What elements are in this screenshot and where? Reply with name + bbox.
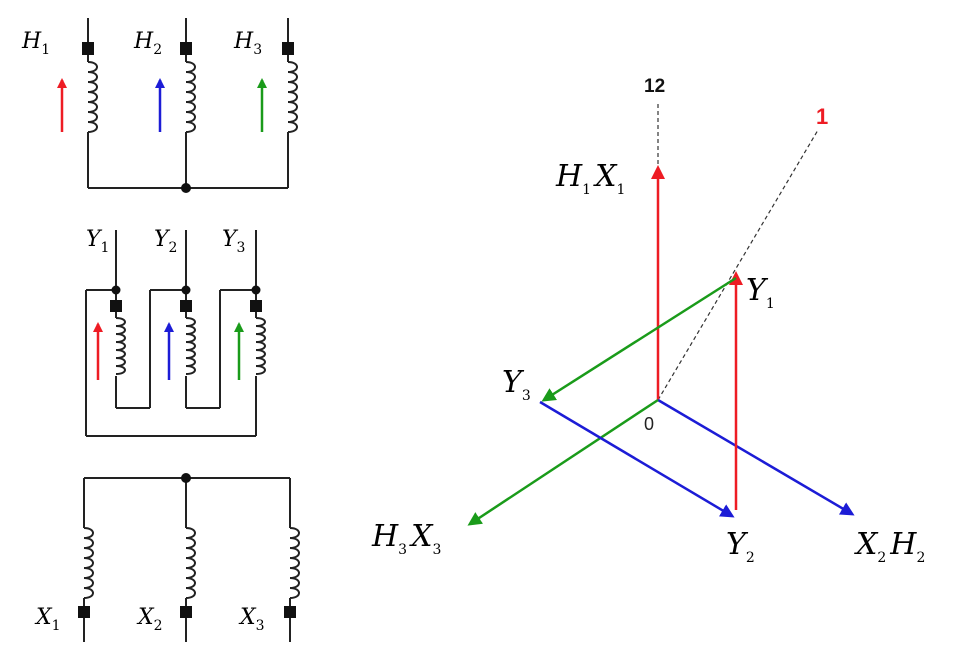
label-h2: H2 — [133, 29, 162, 58]
vector-y1y3 — [541, 276, 737, 402]
phasor-label-y2: Y2 — [726, 527, 755, 566]
coil-x3 — [289, 527, 300, 599]
ref-line-1 — [657, 129, 819, 401]
tertiary-windings — [85, 230, 266, 437]
phasor-vectors — [467, 165, 855, 526]
tertiary-polarity-arrows — [93, 322, 244, 380]
label-x2: X2 — [136, 605, 163, 634]
vector-h3x3 — [467, 398, 659, 526]
coil-y2 — [185, 317, 196, 375]
label-x1: X1 — [34, 605, 61, 634]
coil-x2 — [185, 527, 196, 599]
ref-label-1: 1 — [816, 104, 828, 129]
label-y3: Y3 — [222, 227, 245, 256]
coil-y1 — [115, 317, 126, 375]
ref-label-12: 12 — [644, 76, 665, 97]
phasor-label-y3: Y3 — [502, 365, 531, 404]
coil-h2 — [185, 61, 196, 133]
primary-terminal-markers — [82, 42, 294, 193]
label-x3: X3 — [238, 605, 265, 634]
secondary-terminal-markers — [78, 473, 296, 618]
label-y2: Y2 — [154, 227, 177, 256]
label-h3: H3 — [233, 29, 262, 58]
primary-polarity-arrows — [57, 78, 267, 132]
label-y1: Y1 — [86, 227, 109, 256]
phasor-reference-lines — [657, 104, 819, 401]
vector-x2h2 — [657, 398, 855, 516]
tertiary-terminal-markers — [110, 285, 262, 312]
coil-x1 — [83, 527, 94, 599]
phasor-label-y1: Y1 — [746, 273, 775, 312]
label-h1: H1 — [21, 29, 50, 58]
primary-windings — [87, 18, 298, 189]
vector-y3y2 — [539, 400, 735, 518]
origin-label: 0 — [644, 414, 654, 434]
coil-h3 — [287, 61, 298, 133]
coil-y3 — [255, 317, 266, 375]
coil-h1 — [87, 61, 98, 133]
